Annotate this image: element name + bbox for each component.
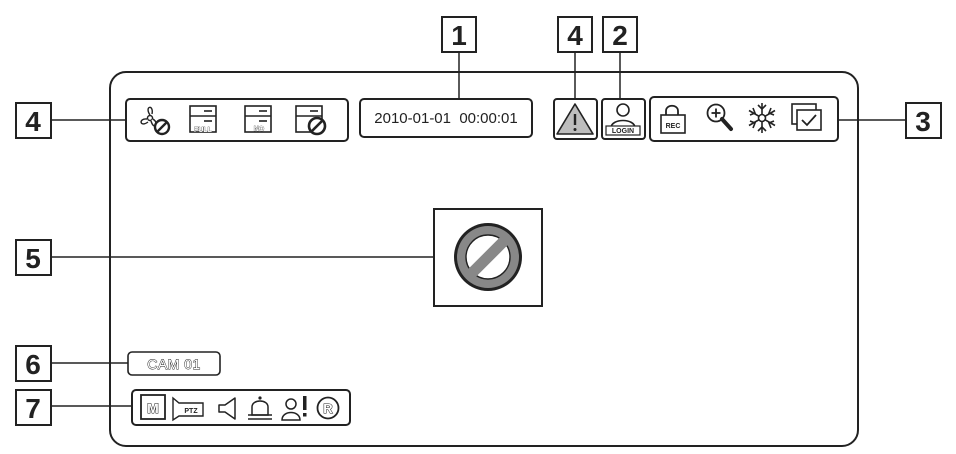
left-status-group: FULL NO [125,98,349,142]
ptz-icon: PTZ [172,396,204,422]
rec-lock-icon: REC [660,104,686,134]
callout-number: 3 [915,106,931,137]
manual-rec-label: M [147,400,159,416]
manual-rec-icon: M [140,394,166,420]
callout-number: 7 [25,393,41,424]
zoom-icon [706,103,733,131]
callout-number: 4 [25,106,41,137]
timestamp-text: 2010-01-01 00:00:01 [374,110,517,127]
registered-icon: R [316,396,340,420]
hdd-full-icon: FULL [189,105,217,134]
rec-lock-label: REC [666,123,681,130]
callout-left-5: 5 [15,239,52,276]
camera-name-box: CAM 01 [127,351,221,376]
callout-left-7: 7 [15,389,52,426]
warning-box [553,98,598,140]
callout-number: 4 [567,20,583,51]
callout-right-3: 3 [905,102,942,139]
callout-left-6: 6 [15,345,52,382]
ptz-label: PTZ [184,408,198,415]
hdd-full-label: FULL [194,127,213,134]
login-box: LOGIN [601,98,646,140]
camera-name-text: CAM 01 [147,356,201,372]
alarm-bell-icon [248,396,272,420]
hdd-none-icon: NO [244,105,272,133]
callout-number: 5 [25,243,41,274]
no-signal-icon [454,223,522,291]
leader-lines [52,52,906,407]
callout-top-1: 1 [441,16,477,53]
login-user-icon: LOGIN [605,103,641,136]
bottom-status-group: M PTZ R [131,389,351,426]
callout-number: 6 [25,349,41,380]
motion-user-icon [281,396,307,421]
warning-triangle-icon [556,103,594,135]
callout-number: 1 [451,20,467,51]
hdd-none-label: NO [254,126,265,133]
timestamp-box: 2010-01-01 00:00:01 [359,98,533,138]
registered-label: R [323,401,333,416]
right-status-group: REC [649,96,839,142]
no-signal-box [433,208,543,307]
callout-top-4: 4 [557,16,593,53]
callout-number: 2 [612,20,628,51]
sequence-icon [791,103,822,131]
login-label: LOGIN [612,128,634,135]
freeze-icon [748,103,776,133]
callout-left-4: 4 [15,102,52,139]
fan-off-icon [140,106,171,136]
screen-frame [109,71,859,447]
audio-icon [218,397,236,420]
hdd-error-icon [295,105,327,136]
callout-top-2: 2 [602,16,638,53]
